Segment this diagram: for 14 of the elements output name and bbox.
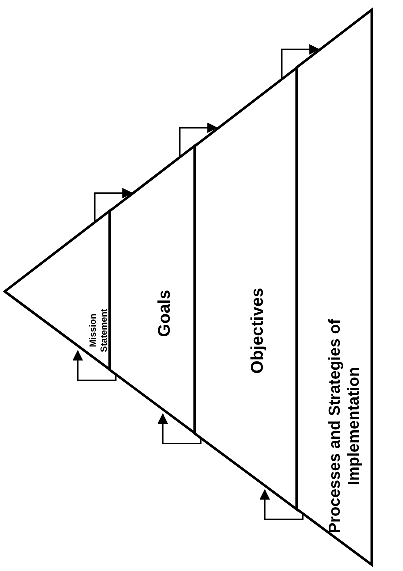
pyramid-band bbox=[5, 211, 110, 370]
pyramid-band bbox=[195, 68, 297, 510]
band-label: Processes and Strategies of Implementation bbox=[326, 318, 364, 536]
band-label: Goals bbox=[155, 290, 175, 337]
arrow bbox=[179, 122, 218, 158]
arrow bbox=[260, 489, 304, 520]
pyramid-band bbox=[110, 146, 195, 434]
band-label: Mission Statement bbox=[88, 308, 110, 354]
arrow bbox=[158, 413, 202, 445]
pyramid-band bbox=[297, 10, 372, 565]
arrow bbox=[94, 188, 134, 223]
arrow bbox=[72, 350, 117, 382]
arrow bbox=[281, 44, 320, 80]
band-label: Objectives bbox=[248, 288, 268, 374]
